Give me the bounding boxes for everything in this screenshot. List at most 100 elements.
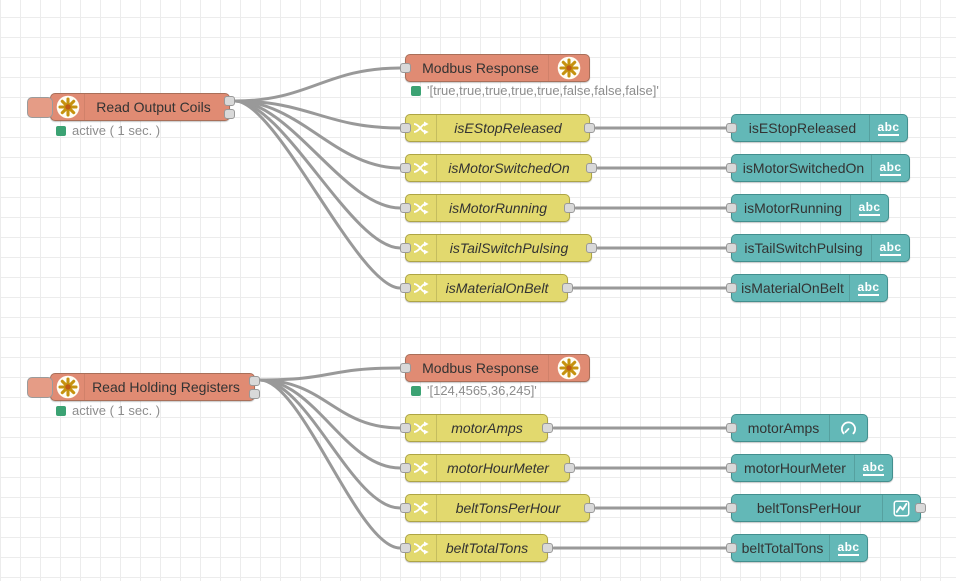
node-ui-text-beltTotalTons[interactable]: beltTotalTons abc — [726, 534, 868, 562]
node-ui-gauge-motorAmps[interactable]: motorAmps — [726, 414, 868, 442]
output-port[interactable] — [584, 503, 595, 513]
status-text: '[true,true,true,true,true,false,false,f… — [427, 83, 659, 98]
text-abc-icon: abc — [854, 455, 892, 481]
node-modbus-response-coils[interactable]: Modbus Response — [400, 54, 590, 82]
node-status: '[true,true,true,true,true,false,false,f… — [411, 84, 659, 98]
wire[interactable] — [233, 99, 402, 290]
input-port[interactable] — [400, 463, 411, 473]
output-port[interactable] — [586, 163, 597, 173]
inject-button[interactable] — [27, 377, 53, 398]
modbus-flower-icon — [548, 55, 589, 81]
input-port[interactable] — [726, 163, 737, 173]
switch-icon — [406, 195, 437, 221]
modbus-flower-icon — [51, 94, 85, 120]
wire[interactable] — [258, 378, 402, 550]
abc-badge: abc — [857, 279, 880, 296]
output-port[interactable] — [562, 283, 573, 293]
node-label: isMotorRunning — [448, 200, 548, 216]
abc-badge: abc — [877, 119, 900, 136]
node-read-output-coils[interactable]: Read Output Coils — [27, 93, 235, 121]
status-dot — [411, 86, 421, 96]
input-port[interactable] — [400, 503, 411, 513]
abc-badge: abc — [879, 159, 902, 176]
wire[interactable] — [258, 366, 402, 382]
output-port[interactable] — [586, 243, 597, 253]
node-label: isMotorRunning — [743, 200, 843, 216]
output-port-1[interactable] — [249, 376, 260, 386]
node-ui-text-isMaterialOnBelt[interactable]: isMaterialOnBelt abc — [726, 274, 888, 302]
wire[interactable] — [233, 99, 402, 170]
input-port[interactable] — [726, 423, 737, 433]
input-port[interactable] — [400, 163, 411, 173]
node-switch-motorAmps[interactable]: motorAmps — [400, 414, 553, 442]
output-port[interactable] — [584, 123, 595, 133]
output-port[interactable] — [564, 463, 575, 473]
input-port[interactable] — [726, 243, 737, 253]
output-port[interactable] — [542, 423, 553, 433]
input-port[interactable] — [400, 63, 411, 73]
node-switch-isMotorSwitchedOn[interactable]: isMotorSwitchedOn — [400, 154, 597, 182]
input-port[interactable] — [400, 123, 411, 133]
wire[interactable] — [258, 378, 402, 430]
status-text: active ( 1 sec. ) — [72, 403, 161, 418]
node-status: active ( 1 sec. ) — [56, 404, 160, 418]
output-port-1[interactable] — [224, 96, 235, 106]
wire[interactable] — [258, 378, 402, 510]
node-label: Modbus Response — [422, 360, 539, 376]
wire[interactable] — [258, 378, 402, 470]
node-switch-beltTonsPerHour[interactable]: beltTonsPerHour — [400, 494, 595, 522]
wire[interactable] — [233, 99, 402, 210]
wire[interactable] — [233, 99, 402, 130]
output-port[interactable] — [542, 543, 553, 553]
wire[interactable] — [233, 66, 402, 103]
node-status: active ( 1 sec. ) — [56, 124, 160, 138]
input-port[interactable] — [726, 463, 737, 473]
node-switch-isMotorRunning[interactable]: isMotorRunning — [400, 194, 575, 222]
text-abc-icon: abc — [850, 195, 888, 221]
node-switch-isMaterialOnBelt[interactable]: isMaterialOnBelt — [400, 274, 573, 302]
node-switch-motorHourMeter[interactable]: motorHourMeter — [400, 454, 575, 482]
status-dot — [56, 126, 66, 136]
wire[interactable] — [233, 99, 402, 250]
input-port[interactable] — [726, 123, 737, 133]
node-ui-chart-beltTonsPerHour[interactable]: beltTonsPerHour — [726, 494, 926, 522]
node-read-holding-registers[interactable]: Read Holding Registers — [27, 373, 260, 401]
switch-icon — [406, 235, 437, 261]
output-port[interactable] — [915, 503, 926, 513]
input-port[interactable] — [726, 283, 737, 293]
node-ui-text-isMotorSwitchedOn[interactable]: isMotorSwitchedOn abc — [726, 154, 910, 182]
node-label: isMotorSwitchedOn — [448, 160, 570, 176]
node-ui-text-motorHourMeter[interactable]: motorHourMeter abc — [726, 454, 893, 482]
input-port[interactable] — [400, 363, 411, 373]
input-port[interactable] — [400, 203, 411, 213]
input-port[interactable] — [726, 503, 737, 513]
node-label: isMotorSwitchedOn — [742, 160, 865, 176]
node-switch-isTailSwitchPulsing[interactable]: isTailSwitchPulsing — [400, 234, 597, 262]
output-port[interactable] — [564, 203, 575, 213]
switch-icon — [406, 275, 437, 301]
inject-button[interactable] — [27, 97, 53, 118]
node-label: isTailSwitchPulsing — [449, 240, 569, 256]
node-label: beltTotalTons — [445, 540, 529, 556]
input-port[interactable] — [400, 543, 411, 553]
node-switch-isEStopReleased[interactable]: isEStopReleased — [400, 114, 595, 142]
node-ui-text-isTailSwitchPulsing[interactable]: isTailSwitchPulsing abc — [726, 234, 910, 262]
switch-icon — [406, 455, 437, 481]
switch-icon — [406, 535, 437, 561]
node-label: isTailSwitchPulsing — [744, 240, 863, 256]
input-port[interactable] — [400, 423, 411, 433]
output-port-2[interactable] — [224, 109, 235, 119]
node-ui-text-isMotorRunning[interactable]: isMotorRunning abc — [726, 194, 889, 222]
text-abc-icon: abc — [871, 155, 909, 181]
output-port-2[interactable] — [249, 389, 260, 399]
input-port[interactable] — [400, 243, 411, 253]
node-switch-beltTotalTons[interactable]: beltTotalTons — [400, 534, 553, 562]
chart-icon — [882, 495, 920, 521]
node-modbus-response-registers[interactable]: Modbus Response — [400, 354, 590, 382]
input-port[interactable] — [400, 283, 411, 293]
input-port[interactable] — [726, 203, 737, 213]
input-port[interactable] — [726, 543, 737, 553]
node-ui-text-isEStopReleased[interactable]: isEStopReleased abc — [726, 114, 908, 142]
